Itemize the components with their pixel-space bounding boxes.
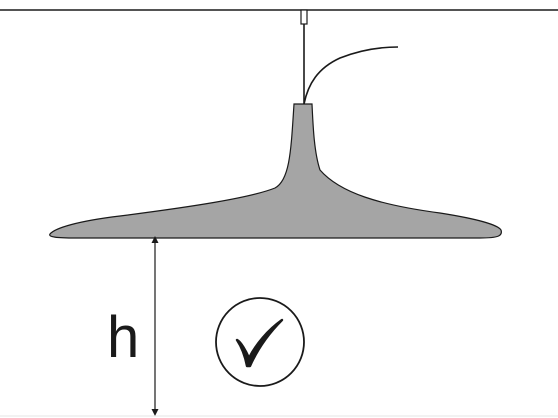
dimension-arrow-top: [151, 236, 159, 243]
dimension-arrow-bottom: [151, 409, 159, 416]
ceiling-mount: [300, 9, 308, 25]
check-circle-icon: [215, 297, 305, 387]
height-label: h: [107, 305, 139, 370]
lamp-shade: [49, 103, 503, 239]
power-cord: [303, 46, 399, 105]
